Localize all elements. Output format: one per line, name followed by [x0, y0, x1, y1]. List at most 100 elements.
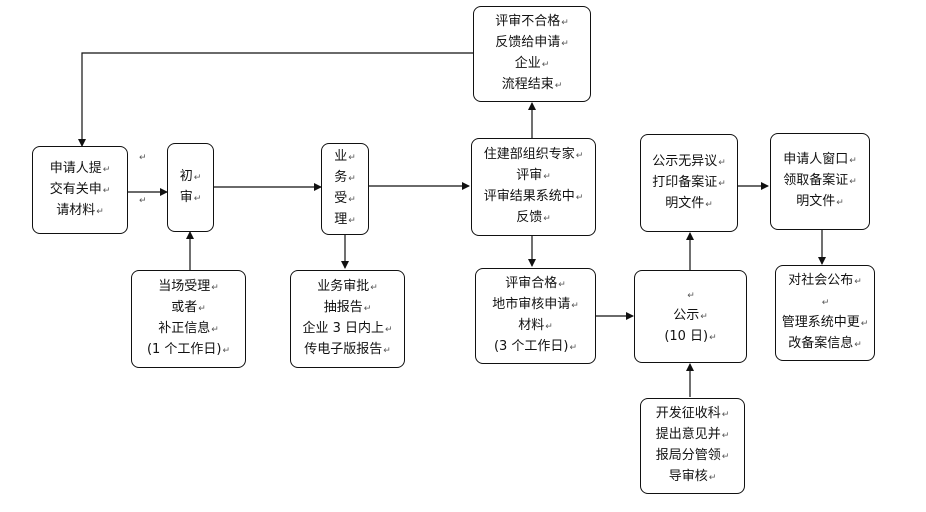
node-line-text: 交有关申: [49, 181, 102, 197]
paragraph-mark: ↵: [543, 172, 551, 182]
node-line: 提出意见并↵: [656, 425, 730, 446]
node-line-text: 企业: [514, 56, 541, 71]
node-line-text: 务: [334, 170, 348, 185]
node-line: 抽报告↵: [324, 298, 372, 319]
node-line-text: 明文件: [665, 195, 705, 211]
node-line-text: 反馈: [516, 210, 543, 225]
node-line-text: 明文件: [796, 194, 836, 209]
node-no-objection: 公示无异议↵打印备案证↵ 明文件↵: [640, 134, 738, 232]
node-line: 初↵: [180, 167, 202, 188]
node-line: 业务审批↵: [317, 277, 378, 298]
node-line: 对社会公布↵: [788, 271, 862, 292]
paragraph-mark: ↵: [721, 410, 730, 420]
node-line-text: 评审: [516, 168, 543, 183]
paragraph-mark: ↵: [575, 193, 584, 203]
node-line: ↵: [821, 292, 830, 313]
node-line-text: 审: [179, 189, 193, 205]
node-line: 流程结束↵: [502, 75, 563, 96]
node-line-text: 申请人提: [49, 160, 102, 176]
node-line-text: 提出意见并: [655, 427, 721, 442]
node-line: 住建部组织专家↵: [484, 145, 584, 166]
node-line: 导审核↵: [669, 467, 717, 488]
paragraph-mark: ↵: [718, 157, 726, 168]
node-line-text: 打印备案证: [652, 174, 718, 190]
node-line-text: 地市审核申请: [492, 297, 571, 312]
node-reject: 评审不合格↵反馈给申请↵企业↵流程结束↵: [473, 6, 591, 102]
paragraph-mark: ↵: [348, 174, 356, 184]
paragraph-mark: ↵: [211, 283, 219, 293]
node-line: 补正信息↵: [158, 319, 219, 340]
node-line: 评审不合格↵: [495, 12, 569, 33]
node-line-text: 流程结束: [501, 77, 554, 92]
node-expert: 住建部组织专家↵评审↵评审结果系统中↵反馈↵: [471, 138, 596, 236]
node-approve: 业务审批↵抽报告↵企业 3 日内上↵传电子版报告↵: [290, 270, 405, 368]
paragraph-mark: ↵: [854, 340, 862, 350]
node-line-text: 评审合格: [505, 276, 558, 291]
node-line: 开发征收科↵: [656, 404, 730, 425]
paragraph-mark: ↵: [575, 151, 584, 161]
node-line: 业↵: [334, 147, 356, 168]
paragraph-mark: ↵: [348, 153, 356, 163]
node-line: 受↵: [334, 189, 356, 210]
node-announce: 对社会公布↵↵管理系统中更↵改备案信息↵: [775, 265, 875, 361]
node-line-text: 初: [179, 168, 193, 184]
node-line: (10 日)↵: [664, 327, 716, 348]
node-accept: 业↵务↵受↵理↵: [321, 143, 369, 235]
node-line: 改备案信息↵: [788, 334, 862, 355]
node-line-text: 导审核: [668, 469, 708, 484]
paragraph-mark: ↵: [222, 346, 231, 356]
node-apply: 申请人提↵交有关申↵请材料↵: [32, 146, 128, 234]
node-opinion: 开发征收科↵提出意见并↵报局分管领↵导审核↵: [640, 398, 745, 494]
node-line: 或者↵: [171, 298, 206, 319]
node-line: 公示↵: [673, 306, 708, 327]
node-line-text: 对社会公布: [788, 273, 854, 288]
node-line: 评审↵: [516, 166, 551, 187]
node-line: 明文件↵: [665, 194, 713, 215]
node-line: 审↵: [180, 188, 202, 209]
node-line: 传电子版报告↵: [304, 340, 391, 361]
node-line-text: 抽报告: [323, 300, 363, 315]
node-line-text: 企业 3 日内上: [302, 321, 384, 336]
node-line-text: 领取备案证: [783, 173, 849, 188]
node-line-text: 开发征收科: [655, 406, 721, 421]
stray-mark: ↵: [139, 196, 147, 206]
paragraph-mark: ↵: [687, 291, 695, 301]
node-collect: 申请人窗口↵领取备案证↵明文件↵: [770, 133, 870, 230]
node-line-text: 评审不合格: [495, 14, 561, 29]
node-line-text: (10 日): [664, 329, 709, 344]
paragraph-mark: ↵: [700, 312, 708, 322]
paragraph-mark: ↵: [709, 333, 717, 343]
node-on-site: 当场受理↵或者↵补正信息↵(1 个工作日)↵: [131, 270, 246, 368]
node-first-review: 初↵审↵: [167, 143, 214, 232]
arrow-reject-to-apply: [78, 52, 473, 147]
paragraph-mark: ↵: [543, 214, 551, 224]
node-line-text: 管理系统中更: [781, 315, 860, 330]
paragraph-mark: ↵: [558, 280, 566, 290]
paragraph-mark: ↵: [198, 304, 206, 314]
paragraph-mark: ↵: [571, 301, 579, 311]
paragraph-mark: ↵: [569, 343, 578, 353]
paragraph-mark: ↵: [721, 452, 730, 462]
node-line: 领取备案证↵: [783, 171, 857, 192]
node-line-text: 申请人窗口: [783, 152, 849, 167]
node-line-text: 反馈给申请: [495, 35, 561, 50]
node-publicity: ↵公示↵(10 日)↵: [634, 270, 747, 363]
node-line-text: 业: [334, 149, 348, 164]
paragraph-mark: ↵: [561, 18, 569, 28]
node-line: (3 个工作日)↵: [494, 337, 577, 358]
paragraph-mark: ↵: [554, 81, 563, 91]
paragraph-mark: ↵: [348, 216, 356, 226]
node-line: 理↵: [334, 210, 356, 231]
node-line: 地市审核申请↵: [492, 295, 579, 316]
node-line-text: 公示无异议: [652, 153, 718, 169]
paragraph-mark: ↵: [363, 304, 372, 314]
paragraph-mark: ↵: [383, 346, 391, 356]
paragraph-mark: ↵: [193, 172, 202, 183]
paragraph-mark: ↵: [718, 178, 726, 189]
node-line-text: 请材料: [56, 202, 96, 218]
paragraph-mark: ↵: [370, 283, 378, 293]
node-line: 申请人提↵: [50, 159, 111, 180]
node-line-text: (1 个工作日): [146, 342, 222, 357]
paragraph-mark: ↵: [721, 431, 730, 441]
